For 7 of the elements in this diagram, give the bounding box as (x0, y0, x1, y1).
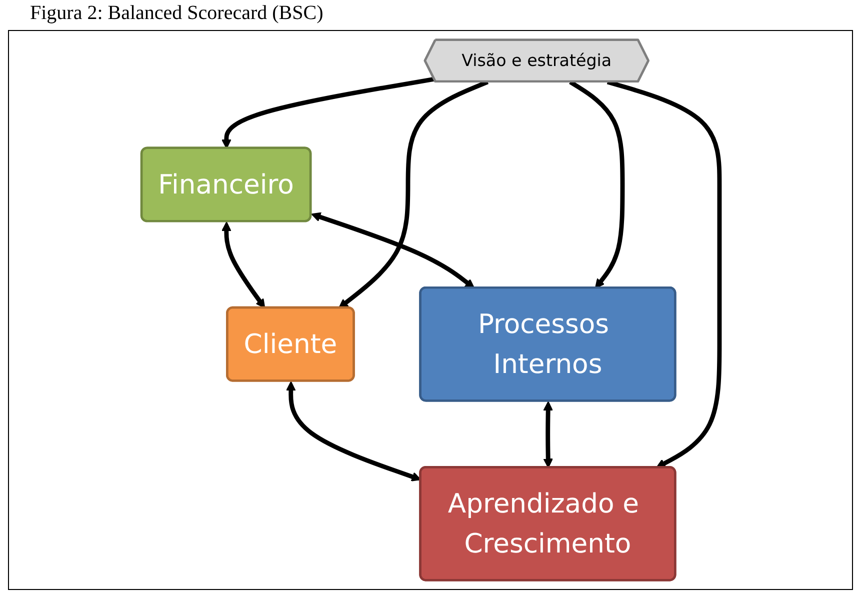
arrow (222, 76, 435, 149)
arrow (543, 401, 553, 468)
arrow (311, 212, 475, 289)
arrow (569, 80, 625, 289)
figure-title: Figura 2: Balanced Scorecard (BSC) (30, 2, 324, 25)
arrow (222, 222, 266, 308)
arrow (286, 381, 422, 482)
